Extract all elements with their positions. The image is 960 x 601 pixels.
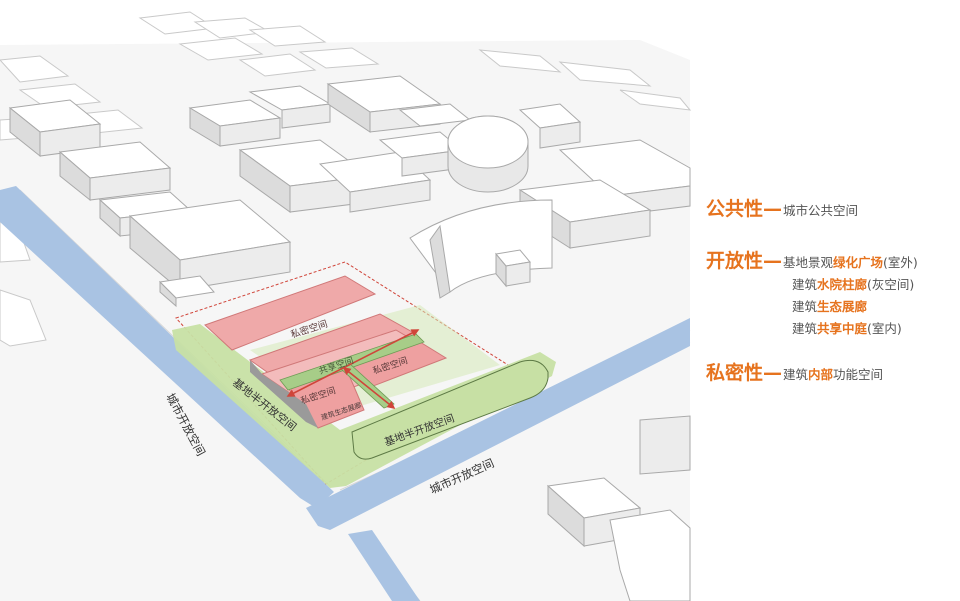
legend-open-line1-post: (室外): [883, 255, 918, 270]
legend-open-dash: —: [763, 250, 782, 272]
legend-open-line3-pre: 建筑: [792, 299, 818, 314]
legend-private-head: 私密性: [706, 362, 764, 384]
legend-open-line4-hl: 共享中庭: [817, 321, 868, 336]
circulation-arrows: [286, 329, 420, 409]
legend-open-line2-post: (灰空间): [867, 277, 915, 292]
spatial-hierarchy-legend: 公共性—城市公共空间 开放性—基地景观绿化广场(室外) 建筑水院柱廊(灰空间) …: [706, 198, 956, 386]
semi-open-bottom-band: [351, 359, 549, 460]
legend-open-line2-pre: 建筑: [792, 277, 818, 292]
legend-private-pre: 建筑: [783, 367, 809, 382]
legend-open-line4-post: (室内): [867, 321, 902, 336]
legend-open-line4-pre: 建筑: [792, 321, 818, 336]
legend-private-dash: —: [763, 362, 782, 384]
legend-open-line1-pre: 基地景观: [783, 255, 834, 270]
background-buildings: [0, 11, 692, 347]
legend-open-line2-hl: 水院柱廊: [817, 277, 868, 292]
river-branch: [348, 530, 420, 601]
legend-open-line1-hl: 绿化广场: [833, 255, 884, 270]
legend-open: 开放性—基地景观绿化广场(室外) 建筑水院柱廊(灰空间) 建筑生态展廊 建筑共享…: [706, 250, 956, 340]
legend-open-line3-hl: 生态展廊: [817, 299, 868, 314]
legend-public-text: 城市公共空间: [783, 203, 859, 218]
legend-open-row4: 建筑共享中庭(室内): [706, 318, 956, 340]
legend-public: 公共性—城市公共空间: [706, 198, 956, 222]
legend-open-row2: 建筑水院柱廊(灰空间): [706, 274, 956, 296]
legend-private-hl: 内部: [808, 367, 834, 382]
legend-public-head: 公共性: [706, 198, 764, 220]
river-bottom: [306, 318, 690, 530]
legend-private: 私密性—建筑内部功能空间: [706, 362, 956, 386]
legend-open-row1: 开放性—基地景观绿化广场(室外): [706, 250, 956, 274]
private-block-edge: [250, 360, 318, 428]
private-block-top: [204, 275, 377, 351]
legend-open-row3: 建筑生态展廊: [706, 296, 956, 318]
city-blocks: [8, 75, 691, 601]
legend-open-head: 开放性: [706, 250, 764, 272]
legend-private-post: 功能空间: [833, 367, 884, 382]
river-left: [0, 186, 334, 508]
legend-public-dash: —: [763, 198, 782, 220]
